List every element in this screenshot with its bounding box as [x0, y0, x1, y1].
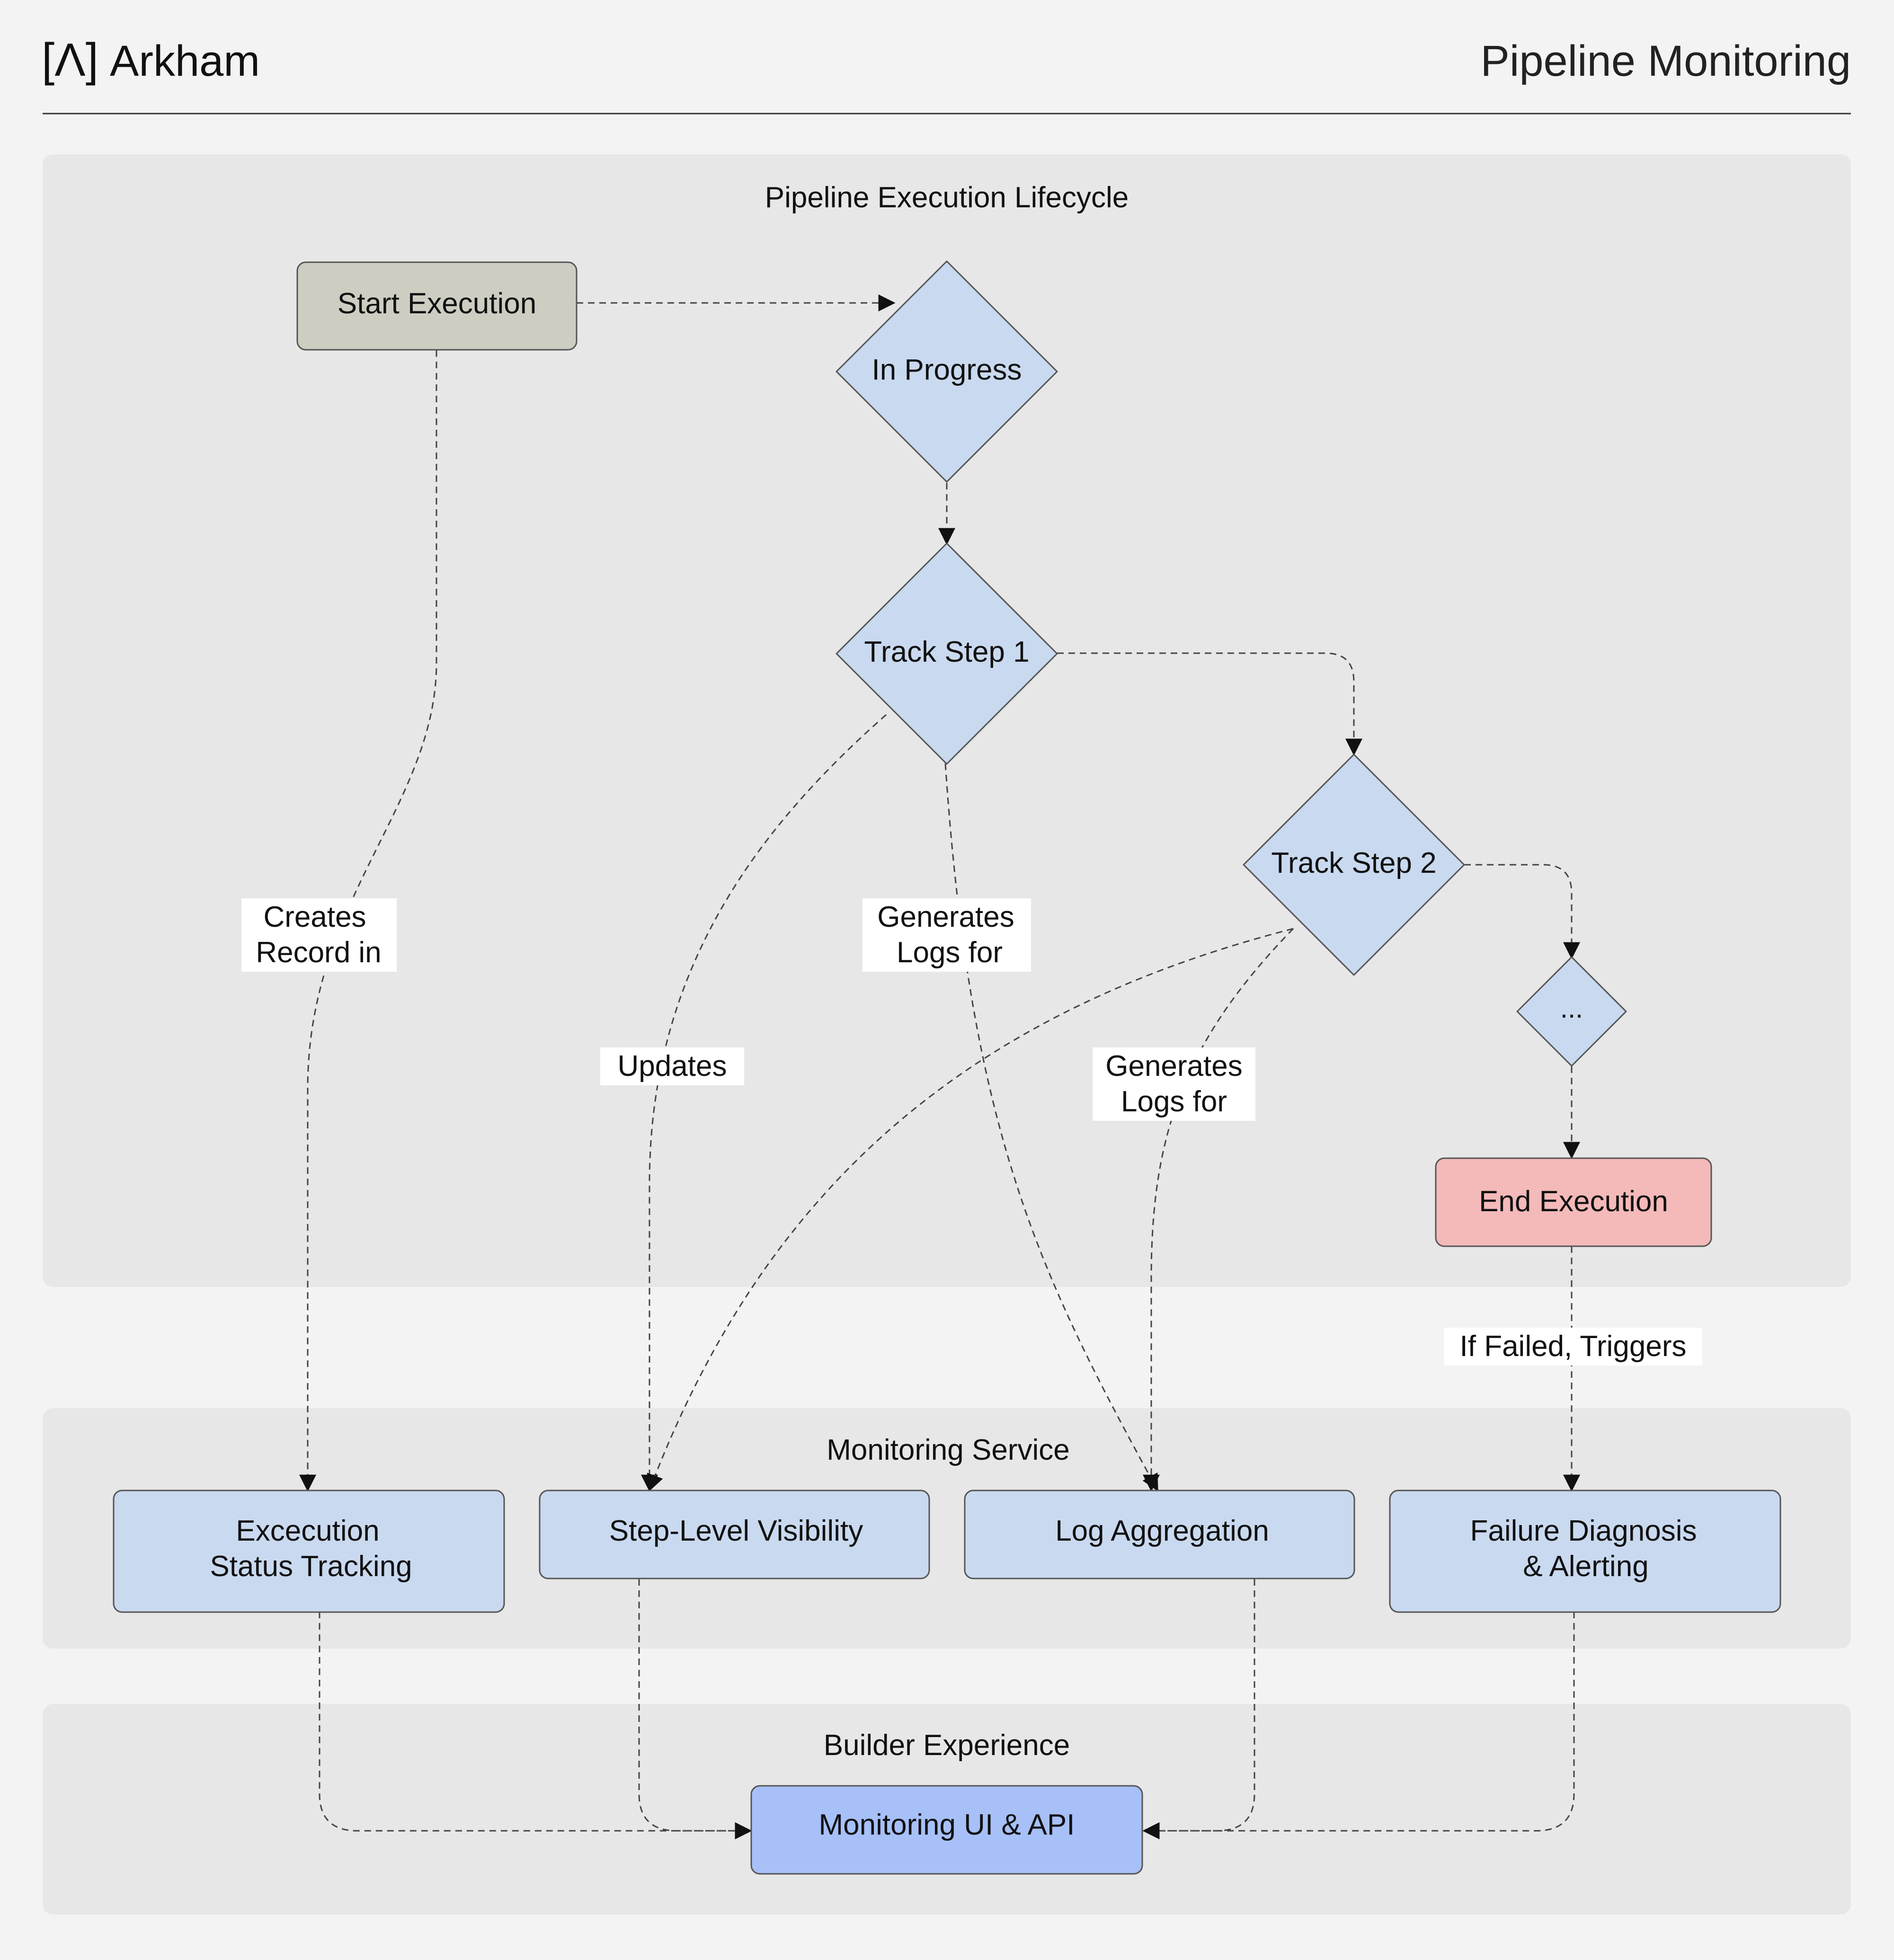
monitoring-ui-label: Monitoring UI & API	[818, 1809, 1075, 1841]
start-execution-node	[296, 261, 578, 351]
if-failed-label-box	[1444, 1328, 1702, 1366]
creates-label-line1: Creates	[263, 901, 366, 933]
track-step-2-label: Track Step 2	[1271, 847, 1436, 879]
log-aggregation-label: Log Aggregation	[1055, 1515, 1269, 1547]
creates-label-line2: Record in	[256, 936, 381, 969]
track-step-2-node	[1243, 754, 1465, 976]
edge-failure-to-ui	[1142, 1612, 1575, 1839]
in-progress-node	[836, 260, 1058, 483]
monitoring-panel-title: Monitoring Service	[827, 1434, 1069, 1466]
brand-name: Arkham	[110, 37, 260, 85]
log-aggregation-node	[964, 1490, 1355, 1579]
monitoring-ui-api-node	[750, 1785, 1143, 1875]
step-visibility-label: Step-Level Visibility	[609, 1515, 863, 1547]
edge-log-aggregation-to-ui	[1142, 1579, 1255, 1839]
generates-1-label-box	[863, 898, 1031, 972]
start-execution-label: Start Execution	[338, 287, 536, 320]
lifecycle-panel-title: Pipeline Execution Lifecycle	[765, 181, 1129, 214]
failure-label-line2: & Alerting	[1523, 1550, 1648, 1583]
brand-mark-icon: [Λ]	[42, 34, 98, 86]
end-execution-label: End Execution	[1479, 1185, 1668, 1218]
track-step-1-label: Track Step 1	[864, 636, 1029, 668]
edge-step2-to-ellipsis	[1464, 864, 1580, 959]
edge-status-tracking-to-ui	[319, 1612, 752, 1839]
page-title: Pipeline Monitoring	[1481, 37, 1851, 85]
status-tracking-label-line1: Excecution	[236, 1515, 379, 1547]
if-failed-label: If Failed, Triggers	[1460, 1330, 1687, 1363]
failure-label-line1: Failure Diagnosis	[1470, 1515, 1697, 1547]
generates-1-label-line2: Logs for	[897, 936, 1003, 969]
updates-label-box	[600, 1047, 744, 1085]
step-level-visibility-node	[539, 1490, 930, 1579]
generates-2-label-box	[1093, 1047, 1255, 1121]
edge-start-to-status-tracking	[299, 350, 437, 1492]
in-progress-label: In Progress	[871, 354, 1022, 386]
edge-step1-to-step2	[1057, 652, 1362, 756]
builder-panel-title: Builder Experience	[824, 1729, 1070, 1762]
edge-step1-to-step-visibility	[641, 714, 887, 1492]
failure-diagnosis-node	[1389, 1490, 1781, 1613]
generates-2-label-line2: Logs for	[1121, 1085, 1227, 1118]
generates-1-label-line1: Generates	[877, 901, 1014, 933]
status-tracking-label-line2: Status Tracking	[210, 1550, 412, 1583]
ellipsis-label: ...	[1560, 993, 1583, 1024]
updates-label: Updates	[618, 1050, 727, 1082]
edge-step-visibility-to-ui	[638, 1579, 752, 1839]
execution-status-tracking-node	[113, 1490, 505, 1613]
track-step-1-node	[836, 542, 1058, 765]
end-execution-node	[1435, 1157, 1712, 1247]
ellipsis-node	[1516, 956, 1627, 1067]
generates-2-label-line1: Generates	[1105, 1050, 1243, 1082]
creates-label-box	[241, 898, 397, 972]
